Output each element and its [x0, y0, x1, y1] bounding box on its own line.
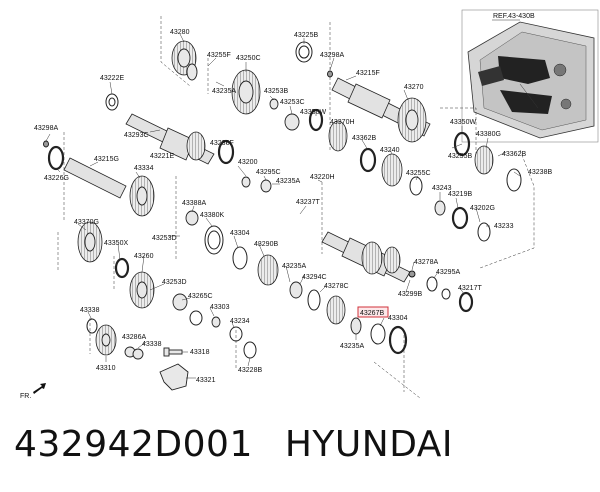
leader-lines — [45, 33, 521, 379]
arrow-icon — [33, 383, 46, 394]
part-label: 43253D — [152, 235, 177, 242]
part-label: 43236F — [210, 140, 234, 147]
part-label: 43250C — [236, 55, 261, 62]
part-label: 43295C — [256, 169, 281, 176]
ref-inset: REF.43-430B — [461, 9, 599, 143]
part-label: 43362B — [352, 135, 376, 142]
part-label: 43304 — [388, 315, 408, 322]
part-label: 43255F — [207, 52, 231, 59]
part-label: 43233 — [494, 223, 514, 230]
bracket-43321 — [159, 363, 189, 391]
part-label: 43221E — [150, 153, 174, 160]
part-label: 43270 — [404, 84, 424, 91]
part-label: 43202G — [470, 205, 495, 212]
part-label: 43304 — [230, 230, 250, 237]
transmission-exploded-diagram: REF.43-430B — [20, 9, 599, 400]
part-label: 43338 — [80, 307, 100, 314]
part-label: 43243 — [432, 185, 452, 192]
part-label: 43220H — [310, 174, 335, 181]
part-label: 43298A — [34, 125, 58, 132]
part-label: 43222E — [100, 75, 124, 82]
part-label: 43253C — [280, 99, 305, 106]
part-label: 43278A — [414, 259, 438, 266]
part-label: 43278C — [324, 283, 349, 290]
part-label: 43235A — [340, 343, 364, 350]
gears — [77, 40, 494, 356]
part-label: 43380G — [476, 131, 501, 138]
part-label: 43215F — [356, 70, 380, 77]
part-label: 43217T — [458, 285, 482, 292]
part-label: 43255C — [406, 170, 431, 177]
part-label: 43350W — [450, 119, 476, 126]
part-label: 43238B — [528, 169, 552, 176]
part-label: 43265C — [188, 293, 213, 300]
part-label: 43370H — [330, 119, 355, 126]
part-label: 43350W — [300, 109, 326, 116]
bolt-43318 — [163, 347, 183, 357]
part-label: 43235A — [276, 178, 300, 185]
part-label: 43226G — [44, 175, 69, 182]
part-label: 43286A — [122, 334, 146, 341]
part-label: 43280 — [170, 29, 190, 36]
ref-label: REF.43-430B — [493, 13, 535, 20]
part-label: 43225B — [294, 32, 318, 39]
part-label: 43219B — [448, 191, 472, 198]
front-label: FR. — [20, 393, 31, 400]
part-label: 43294C — [302, 274, 327, 281]
part-label: 43295A — [436, 269, 460, 276]
part-label: 43234 — [230, 318, 250, 325]
part-label: 43253B — [264, 88, 288, 95]
brand-name: HYUNDAI — [284, 424, 454, 465]
part-label: 43318 — [190, 349, 210, 356]
part-label: 43228B — [238, 367, 262, 374]
part-label: 43293C — [124, 132, 149, 139]
front-arrow: FR. — [20, 383, 46, 400]
part-label: 43215G — [94, 156, 119, 163]
rings — [43, 41, 522, 360]
part-label: 43255B — [448, 153, 472, 160]
part-label: 43290B — [254, 241, 278, 248]
part-label: 43370G — [74, 219, 99, 226]
bottom-caption: 432942D001 HYUNDAI — [14, 424, 594, 474]
part-label: 43310 — [96, 365, 116, 372]
part-label: 43303 — [210, 304, 230, 311]
part-label: 43298A — [320, 52, 344, 59]
part-label: 43299B — [398, 291, 422, 298]
part-label: 43362B — [502, 151, 526, 158]
part-label: 43388A — [182, 200, 206, 207]
highlight-box — [357, 306, 389, 318]
part-number: 432942D001 — [14, 424, 253, 465]
part-label: 43260 — [134, 253, 154, 260]
part-label: 43237T — [296, 199, 320, 206]
part-label: 43321 — [196, 377, 216, 384]
part-label: 43350X — [104, 240, 128, 247]
part-label: 43253D — [162, 279, 187, 286]
shaft-43215g — [63, 157, 127, 199]
part-label: 43334 — [134, 165, 154, 172]
part-label: 43338 — [142, 341, 162, 348]
part-label: 43235A — [282, 263, 306, 270]
part-label: 43240 — [380, 147, 400, 154]
part-label: 43267B — [360, 310, 384, 317]
part-label: 43200 — [238, 159, 258, 166]
part-label: 43380K — [200, 212, 224, 219]
part-label: 43235A — [212, 88, 236, 95]
part-labels: 43280 43225B 43255F 43298A 43250C 43215F… — [34, 29, 552, 384]
